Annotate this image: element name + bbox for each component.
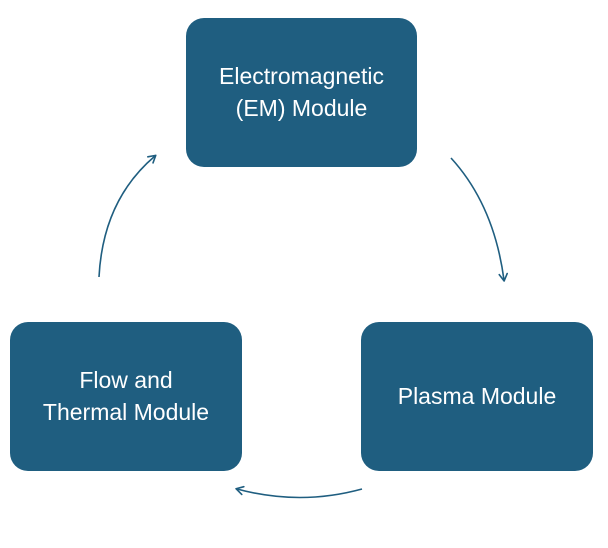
flow-thermal-module-label: Flow and Thermal Module [42,367,210,425]
em-module-box: Electromagnetic (EM) Module [186,18,417,167]
em-module-label: Electromagnetic (EM) Module [219,63,384,121]
flow-thermal-module-box: Flow and Thermal Module [10,322,242,471]
arrow-flow-to-em [98,154,157,278]
arrow-plasma-to-flow [235,485,363,499]
arrow-em-to-plasma [450,157,508,282]
plasma-module-label: Plasma Module [397,382,557,409]
plasma-module-box: Plasma Module [361,322,593,471]
